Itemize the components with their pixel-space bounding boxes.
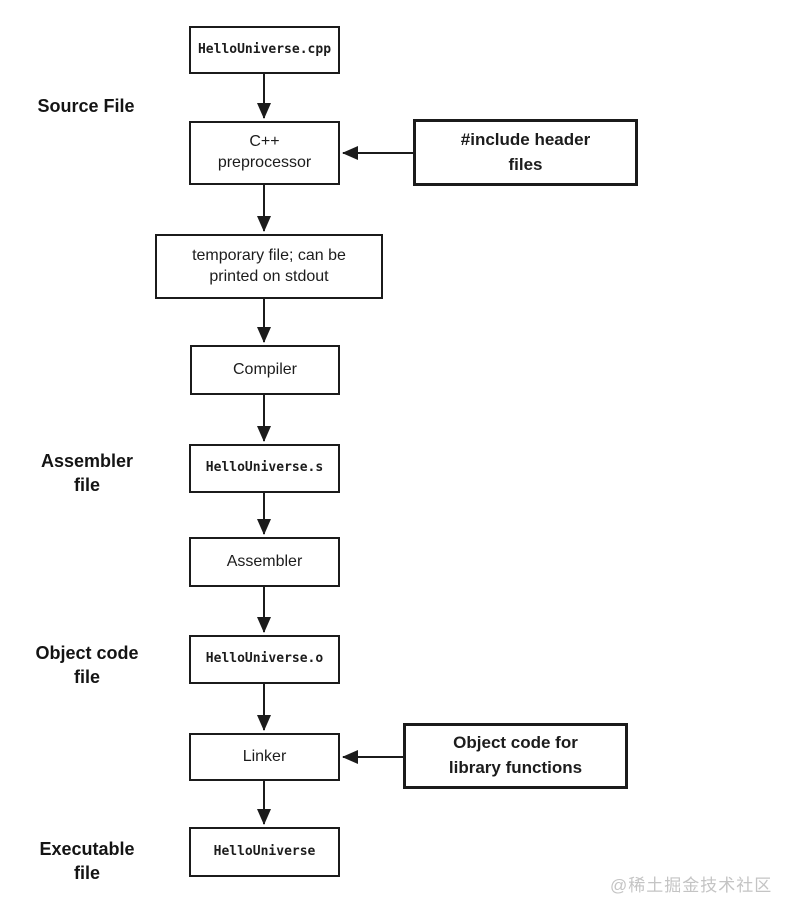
node-object-file: HelloUniverse.o	[189, 635, 340, 684]
node-temporary-file: temporary file; can be printed on stdout	[155, 234, 383, 299]
label-assembler-file: Assembler file	[40, 451, 134, 496]
label-executable-file: Executable file	[39, 839, 135, 884]
label-object-code-file: Object code file	[35, 643, 139, 688]
node-library-objects: Object code for library functions	[403, 723, 628, 789]
node-linker: Linker	[189, 733, 340, 781]
node-source-file: HelloUniverse.cpp	[189, 26, 340, 74]
node-assembler: Assembler	[189, 537, 340, 587]
node-cpp-preprocessor: C++ preprocessor	[189, 121, 340, 185]
watermark-text: @稀土掘金技术社区	[610, 876, 773, 895]
node-include-headers: #include header files	[413, 119, 638, 186]
node-executable: HelloUniverse	[189, 827, 340, 877]
node-assembler-file: HelloUniverse.s	[189, 444, 340, 493]
label-source-file: Source File	[37, 96, 135, 116]
node-compiler: Compiler	[190, 345, 340, 395]
